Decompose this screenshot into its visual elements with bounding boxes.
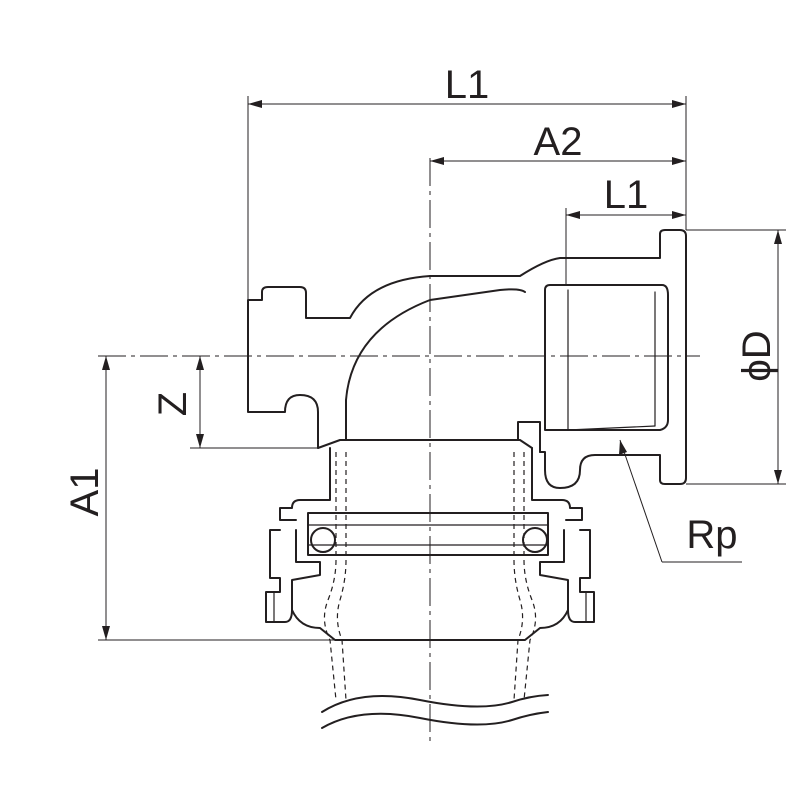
pipe-hidden-right <box>523 452 537 701</box>
pipe <box>321 452 549 729</box>
phi-d-label: ϕD <box>735 330 779 381</box>
a2-arrow-right <box>672 157 686 165</box>
l1-thread-arrow-right <box>672 211 686 219</box>
z-arrow-top <box>196 356 204 370</box>
sleeve-bottom <box>291 609 569 641</box>
pipe-break-upper <box>321 694 549 713</box>
phi-d-arrow-top <box>774 230 782 244</box>
center-lines <box>98 158 700 742</box>
outer-sleeve-left <box>265 529 321 623</box>
z-arrow-bottom <box>196 434 204 448</box>
a1-label: A1 <box>63 468 107 517</box>
o-ring-right <box>522 527 548 553</box>
outer-sleeve-right <box>539 529 595 623</box>
a2-arrow-left <box>430 157 444 165</box>
socket-lower-neck <box>517 421 541 453</box>
l1-thread-label: L1 <box>604 173 649 217</box>
rp-label: Rp <box>686 513 737 557</box>
a1-arrow-top <box>102 356 110 370</box>
body-outline <box>247 229 687 489</box>
l1-overall-arrow-right <box>672 100 686 108</box>
l1-overall-label: L1 <box>445 63 490 107</box>
phi-d-arrow-bottom <box>774 470 782 484</box>
l1-thread-arrow-left <box>566 211 580 219</box>
rp-leader-line <box>619 439 663 563</box>
thread-socket-outline <box>544 284 669 431</box>
a1-arrow-bottom <box>102 626 110 640</box>
thread-socket-bevel <box>567 425 656 431</box>
collar-top <box>317 439 533 449</box>
o-ring-left <box>310 527 336 553</box>
pipe-hidden-left-inner <box>336 452 347 701</box>
fitting-body <box>247 229 687 521</box>
sleeve-ring <box>307 512 549 556</box>
spigot-right-side <box>531 447 583 521</box>
elbow-inner-curve <box>345 288 526 441</box>
dimensions: L1 A2 L1 ϕD Z A1 Rp <box>63 63 786 641</box>
l1-overall-arrow-left <box>248 100 262 108</box>
spigot-left-side <box>279 447 331 521</box>
a2-label: A2 <box>534 120 583 164</box>
press-sleeve <box>265 512 595 641</box>
pipe-hidden-left <box>323 452 337 701</box>
pipe-hidden-right-inner <box>513 452 524 701</box>
pipe-break-lower <box>321 711 549 729</box>
rp-leader-arrow <box>619 440 627 455</box>
z-label: Z <box>151 392 195 416</box>
